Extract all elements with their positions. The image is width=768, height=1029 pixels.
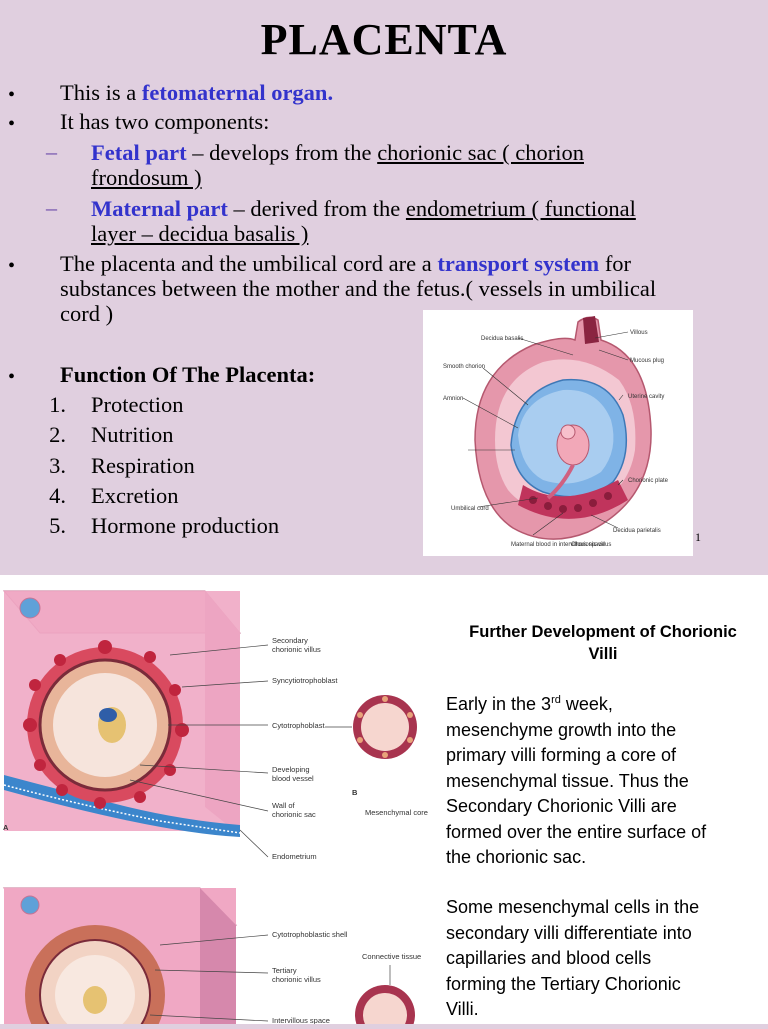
section-heading: Further Development of Chorionic Villi [438,621,768,665]
function-number: 3. [49,453,66,478]
function-item: Respiration [91,453,195,478]
label-connective-tissue: Connective tissue [362,952,421,961]
fetal-part-line2: frondosum ) [91,165,202,190]
text: Early in the 3 [446,694,552,714]
para-line: capillaries and blood cells [446,948,652,968]
function-item: Hormone production [91,513,280,538]
label-b: B [352,788,358,797]
label-umbilical-cord: Umbilical cord [451,506,489,512]
maternal-part-label: Maternal part [91,196,228,221]
text: for [599,251,632,276]
label-a: A [3,823,9,832]
label-smooth-chorion: Smooth chorion [443,364,485,370]
heading-line: Villi [588,645,618,663]
transport-line1: The placenta and the umbilical cord are … [60,251,631,277]
para-line: mesenchyme growth into the [446,719,677,740]
diagram-labels: Decidua basalis Villous Smooth chorion M… [443,330,669,548]
label-developing-2: blood vessel [272,774,314,783]
para-line: primary villi forming a core of [446,745,677,765]
maternal-part-line2: layer – decidua basalis ) [91,221,309,246]
label-maternal-blood: Maternal blood in intervillous space [511,542,605,548]
label-cytotrophoblast: Cytotrophoblast [272,721,325,730]
para-line: secondary villi differentiate into [446,922,692,943]
uterus-illustration: Decidua basalis Villous Smooth chorion M… [443,316,669,548]
bullet-fetomaternal: This is a fetomaternal organ. [60,80,333,106]
underlined-text: chorionic sac ( chorion [377,140,584,165]
slide-chorionic-villi: Secondary chorionic villus Syncytiotroph… [0,575,768,1029]
para-line: Some mesenchymal cells in the [446,897,700,917]
slide-title: PLACENTA [260,15,508,64]
emphasis-text: transport system [437,251,600,276]
function-number: 5. [49,513,66,538]
transport-line2: substances between the mother and the fe… [60,276,657,301]
emphasis-text: fetomaternal organ. [141,80,334,105]
para-line: the chorionic sac. [446,847,587,867]
function-item: Excretion [91,483,179,508]
superscript: rd [551,694,561,706]
para-line: formed over the entire surface of [446,821,707,842]
label-tertiary-villus-2: chorionic villus [272,975,321,984]
label-chorionic-villus: Chorionic villus [571,542,611,548]
label-developing-1: Developing [272,765,310,774]
fetal-part-line1: Fetal part – develops from the chorionic… [91,140,584,166]
label-villous: Villous [630,330,648,336]
para-line: mesenchymal tissue. Thus the [446,770,689,791]
transport-line3: cord ) [60,301,114,326]
para-line: Secondary Chorionic Villi are [446,796,677,816]
placenta-diagram: Decidua basalis Villous Smooth chorion M… [423,310,693,556]
fetal-part-label: Fetal part [91,140,187,165]
label-endometrium: Endometrium [272,852,317,861]
bullet-dot: • [8,366,16,388]
slide-placenta: PLACENTA • This is a fetomaternal organ.… [8,15,701,556]
label-secondary-villus-2: chorionic villus [272,645,321,654]
label-uterine-cavity: Uterine cavity [628,394,664,400]
label-decidua-parietalis: Decidua parietalis [613,528,661,534]
bullet-dot: • [8,255,16,277]
label-cytotrophoblastic-shell: Cytotrophoblastic shell [272,930,348,939]
paragraph-secondary-villi: Early in the 3rd week, mesenchyme growth… [446,688,766,871]
para-line: Villi. [446,999,479,1019]
function-number: 2. [49,422,66,447]
chorionic-villi-figure: Secondary chorionic villus Syncytiotroph… [0,575,432,1029]
label-syncytiotrophoblast: Syncytiotrophoblast [272,676,338,685]
text: week, [560,694,613,714]
villi-text: Further Development of Chorionic Villi E… [438,575,768,1024]
text: – derived from the [227,196,406,221]
label-secondary-villus-1: Secondary [272,636,308,645]
text: This is a [60,80,142,105]
dash-marker: – [46,139,57,164]
paragraph-tertiary-villi: Some mesenchymal cells in the secondary … [446,895,766,1023]
label-decidua-basalis: Decidua basalis [481,336,523,342]
label-intervillous-space: Intervillous space [272,1016,330,1024]
functions-heading: Function Of The Placenta: [60,362,316,387]
function-item: Nutrition [91,422,174,447]
label-amnion: Amnion [443,396,463,402]
label-tertiary-villus-1: Tertiary [272,966,297,975]
para-line: forming the Tertiary Chorionic [446,973,681,994]
label-wall-2: chorionic sac [272,810,316,819]
maternal-part-line1: Maternal part – derived from the endomet… [91,196,636,222]
label-wall-1: Wall of [272,801,296,810]
label-mucous-plug: Mucous plug [630,358,664,364]
text: The placenta and the umbilical cord are … [60,251,438,276]
function-number: 4. [49,483,66,508]
bullet-dot: • [8,84,16,106]
heading-line: Further Development of Chorionic [469,623,737,641]
underlined-text: endometrium ( functional [405,196,636,221]
page-number: 1 [695,530,701,544]
bullet-dot: • [8,113,16,135]
label-mesenchymal-core: Mesenchymal core [365,808,428,817]
para-line: Early in the 3rd week, [446,688,766,718]
label-chorionic-plate: Chorionic plate [628,478,669,484]
function-number: 1. [49,392,66,417]
bullet-components: It has two components: [60,109,270,134]
dash-marker: – [46,195,57,220]
text: – develops from the [186,140,378,165]
function-item: Protection [91,392,184,417]
villi-illustration: Secondary chorionic villus Syncytiotroph… [2,590,428,1029]
